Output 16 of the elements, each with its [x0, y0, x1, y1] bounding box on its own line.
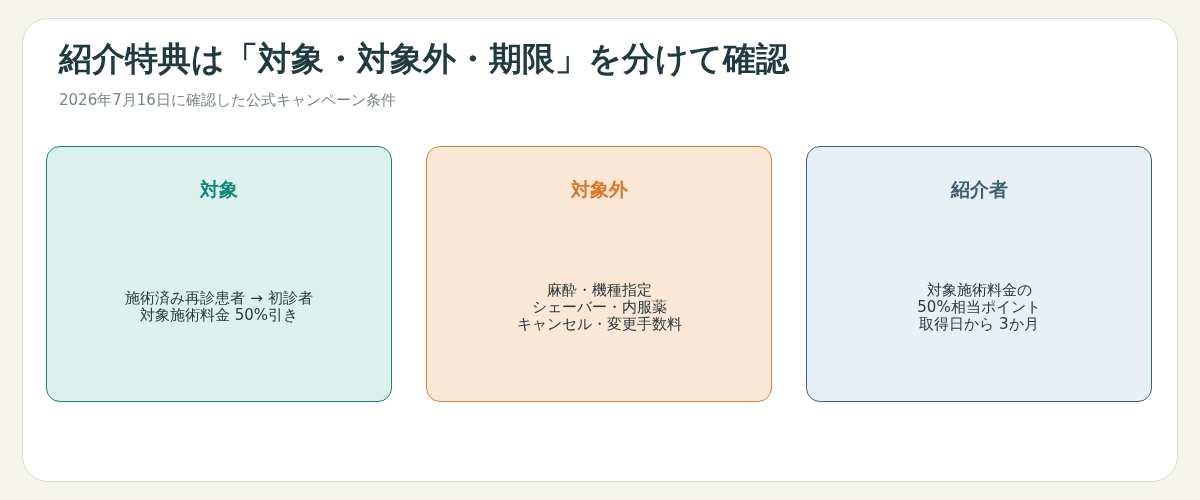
category-card: [46, 146, 392, 402]
card-text: 施術済み再診患者 → 初診者: [125, 290, 313, 307]
category-card: [426, 146, 772, 402]
title: 紹介特典は「対象・対象外・期限」を分けて確認: [59, 38, 789, 80]
card-text: 麻酔・機種指定: [546, 281, 652, 299]
card-text: シェーバー・内服薬: [531, 298, 667, 316]
card-text: 取得日から 3か月: [919, 315, 1039, 333]
subtitle: 2026年7月16日に確認した公式キャンペーン条件: [59, 91, 396, 110]
card-text: 対象施術料金 50%引き: [139, 307, 299, 324]
card-text: 50%相当ポイント: [917, 298, 1041, 316]
card-heading: 紹介者: [949, 177, 1009, 202]
card-text: 対象施術料金の: [926, 281, 1032, 299]
card-text: キャンセル・変更手数料: [516, 315, 682, 333]
category-card: [806, 146, 1152, 402]
card-heading: 対象外: [569, 177, 629, 202]
card-heading: 対象: [198, 177, 239, 202]
